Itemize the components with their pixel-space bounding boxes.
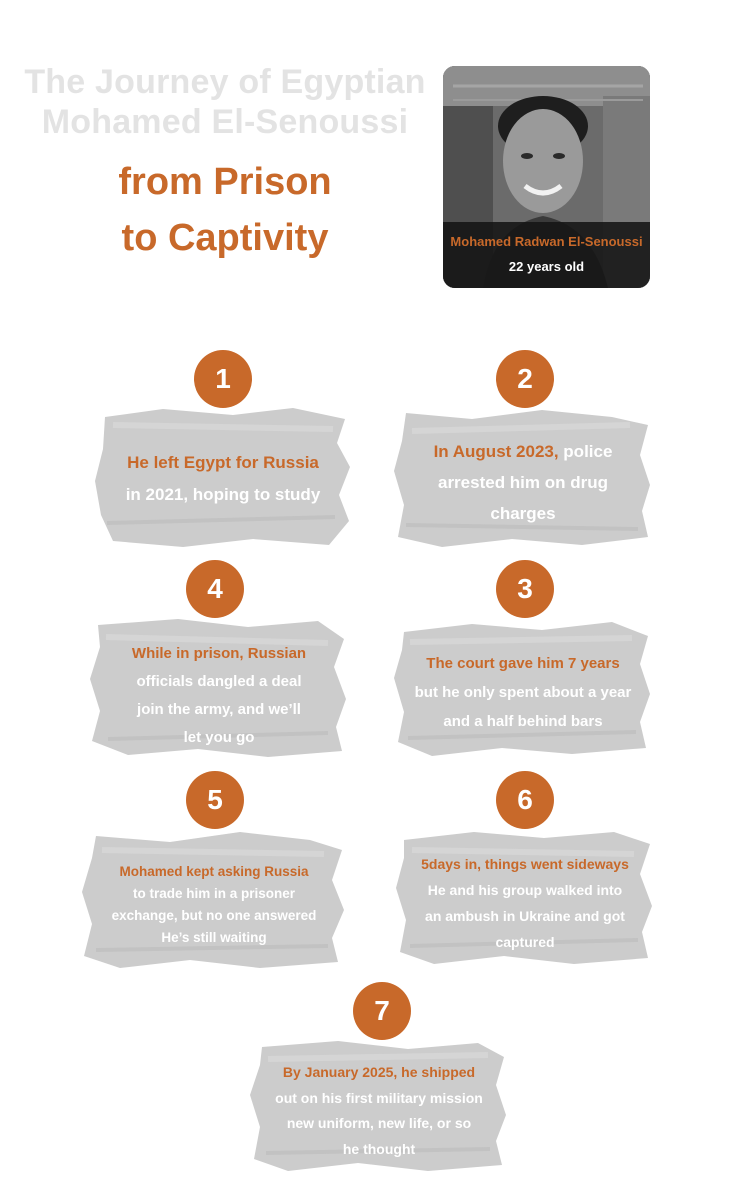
- step-7-line-2: out on his first military mission: [275, 1089, 483, 1106]
- step-4-line-1: While in prison, Russian: [131, 645, 307, 662]
- step-6-line-4: captured: [495, 934, 555, 950]
- profile-name: Mohamed Radwan El-Senoussi: [450, 234, 643, 249]
- step-6-line-1: 5days in, things went sideways: [421, 856, 629, 872]
- step-5-text: Mohamed kept asking Russia to trade him …: [80, 861, 348, 949]
- step-7-line-4: he thought: [342, 1140, 416, 1157]
- title-block: The Journey of Egyptian Mohamed El-Senou…: [20, 62, 430, 266]
- step-6-line-3: an ambush in Ukraine and got: [425, 908, 625, 924]
- title-line-2: Mohamed El-Senoussi: [41, 103, 409, 141]
- title-line-1: The Journey of Egyptian: [24, 63, 426, 101]
- step-7-line-1: By January 2025, he shipped: [282, 1064, 476, 1080]
- step-1-number: 1: [194, 350, 252, 408]
- step-1-line-2: in 2021, hoping to study: [125, 485, 321, 504]
- step-4-line-4: let you go: [183, 729, 255, 746]
- step-3-line-1: The court gave him 7 years: [426, 655, 620, 672]
- profile-age: 22 years old: [508, 259, 585, 274]
- brush-stroke-7: [250, 1041, 506, 1171]
- step-3-number: 3: [496, 560, 554, 618]
- step-6-text: 5days in, things went sideways He and hi…: [394, 851, 656, 955]
- step-7-line-3: new uniform, new life, or so: [286, 1115, 472, 1131]
- step-4-line-3: join the army, and we’ll: [137, 701, 301, 718]
- step-2-line-2: arrested him on drug: [437, 473, 609, 492]
- step-4-card: While in prison, Russian officials dangl…: [88, 615, 350, 760]
- step-6-card: 5days in, things went sideways He and hi…: [394, 828, 656, 968]
- step-6-number: 6: [496, 771, 554, 829]
- step-4-number: 4: [186, 560, 244, 618]
- step-4-line-2: officials dangled a deal: [136, 673, 302, 690]
- profile-card: Mohamed Radwan El-Senoussi 22 years old: [443, 66, 650, 288]
- step-3-card: The court gave him 7 years but he only s…: [392, 618, 654, 758]
- step-3-line-3: and a half behind bars: [443, 713, 603, 730]
- step-2-line-3: charges: [490, 504, 556, 523]
- brush-stroke-5: [82, 832, 344, 968]
- step-1-line-1: He left Egypt for Russia: [127, 453, 319, 472]
- step-5-line-2: to trade him in a prisoner: [132, 886, 296, 901]
- step-2-text: In August 2023, police arrested him on d…: [392, 436, 654, 529]
- step-5-number: 5: [186, 771, 244, 829]
- brush-stroke-4: [90, 619, 346, 757]
- title-line-3: from Prison: [118, 161, 332, 203]
- step-5-line-3: exchange, but no one answered: [111, 908, 317, 923]
- brush-stroke-1: [95, 408, 350, 547]
- title-line-4: to Captivity: [121, 217, 329, 259]
- step-2-date: In August 2023,: [433, 442, 559, 461]
- step-2-number: 2: [496, 350, 554, 408]
- step-3-text: The court gave him 7 years but he only s…: [392, 649, 654, 736]
- profile-caption: Mohamed Radwan El-Senoussi 22 years old: [443, 222, 650, 288]
- step-1-card: He left Egypt for Russia in 2021, hoping…: [93, 405, 353, 550]
- step-2-card: In August 2023, police arrested him on d…: [392, 405, 654, 550]
- step-5-line-1: Mohamed kept asking Russia: [119, 864, 309, 879]
- step-5-line-4: He’s still waiting: [161, 930, 267, 945]
- brush-stroke-6: [396, 832, 652, 964]
- step-4-text: While in prison, Russian officials dangl…: [88, 640, 350, 752]
- step-3-line-2: but he only spent about a year: [414, 684, 632, 701]
- step-2-line-1: In August 2023, police: [392, 436, 654, 467]
- brush-stroke-3: [394, 622, 650, 756]
- step-5-card: Mohamed kept asking Russia to trade him …: [80, 828, 348, 970]
- step-1-text: He left Egypt for Russia in 2021, hoping…: [93, 447, 353, 511]
- step-7-card: By January 2025, he shipped out on his f…: [248, 1037, 510, 1174]
- title-highlight: from Prison to Captivity: [20, 154, 430, 266]
- step-2-line-1-rest: police: [558, 442, 613, 461]
- step-6-line-2: He and his group walked into: [427, 882, 623, 898]
- step-7-number: 7: [353, 982, 411, 1040]
- step-7-text: By January 2025, he shipped out on his f…: [248, 1060, 510, 1162]
- brush-stroke-2: [394, 410, 650, 547]
